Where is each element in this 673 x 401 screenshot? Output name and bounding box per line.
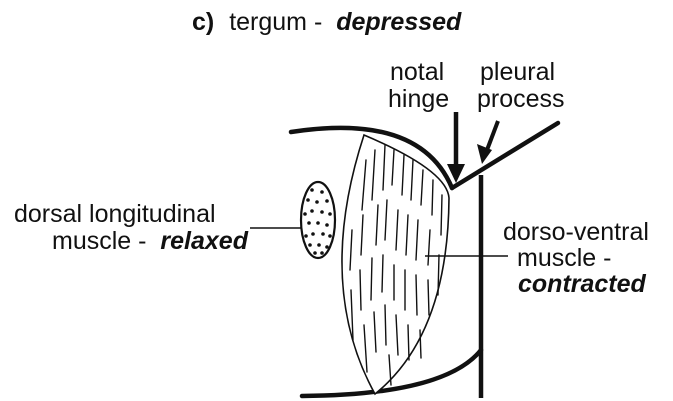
pleural-process-label-line1: pleural [480,58,555,86]
dorsal-longitudinal-muscle [301,182,335,258]
dorso-ventral-label-line2: muscle - [517,244,611,272]
pleural-process-arrow [477,121,498,164]
notal-hinge-label-line2: hinge [388,85,449,113]
notal-hinge-label-line1: notal [390,58,444,86]
title-emphasis: depressed [336,8,462,36]
dorso-ventral-label-line1: dorso-ventral [503,218,649,246]
contracted-text: contracted [518,270,647,298]
title-letter: c) [192,8,214,36]
title-main: tergum - [229,8,322,36]
pleural-process-label-line2: process [477,85,565,113]
dorsal-longitudinal-label-line2: muscle - relaxed [52,227,249,255]
dorsal-longitudinal-muscle-text: muscle - [52,227,146,255]
notal-hinge-arrow [447,112,465,183]
dorso-ventral-muscle [342,135,449,394]
pleural-process-wall [452,123,558,188]
relaxed-text: relaxed [160,227,248,255]
diagram-title: c) tergum - depressed [192,8,462,36]
dorsal-longitudinal-label-line1: dorsal longitudinal [14,200,216,228]
